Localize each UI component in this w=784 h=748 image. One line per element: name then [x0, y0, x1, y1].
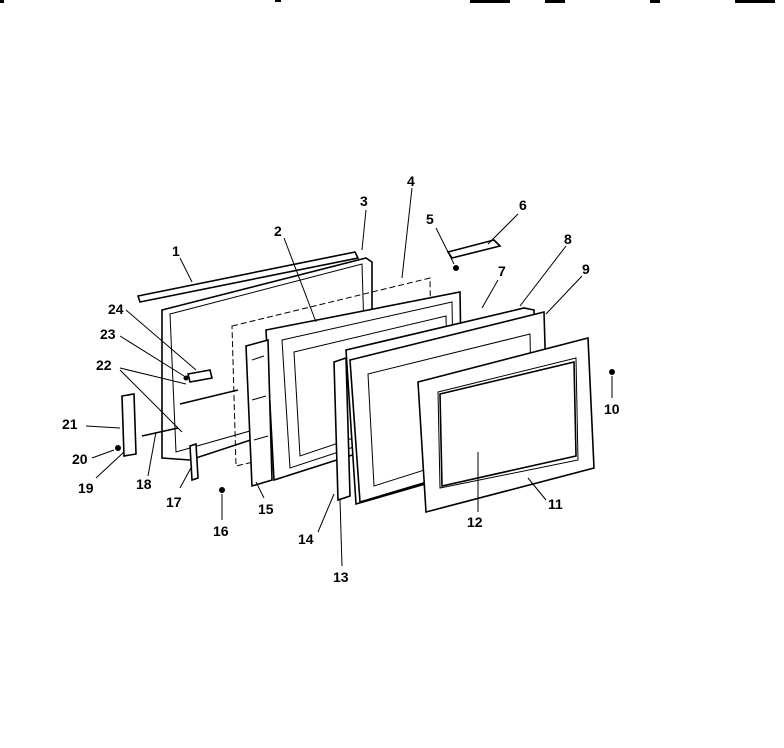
label-3: 3 — [360, 193, 368, 209]
label-15: 15 — [258, 501, 274, 517]
label-18: 18 — [136, 476, 152, 492]
part-10-screw — [609, 369, 615, 375]
label-9: 9 — [582, 261, 590, 277]
part-24-latch — [187, 369, 213, 383]
leader-lines — [85, 187, 613, 567]
part-23-clip — [183, 375, 189, 381]
part-17-hinge-arm — [189, 442, 199, 482]
label-20: 20 — [72, 451, 88, 467]
label-7: 7 — [498, 263, 506, 279]
part-16-screw — [219, 487, 225, 493]
label-10: 10 — [604, 401, 620, 417]
label-23: 23 — [100, 326, 116, 342]
part-13-side-strip — [333, 356, 351, 502]
label-19: 19 — [78, 480, 94, 496]
label-8: 8 — [564, 231, 572, 247]
label-6: 6 — [519, 197, 527, 213]
label-5: 5 — [426, 211, 434, 227]
part-21-hinge-plate — [121, 393, 137, 457]
part-12-window-glass — [439, 360, 577, 487]
label-21: 21 — [62, 416, 78, 432]
label-1: 1 — [172, 243, 180, 259]
part-18-rod — [141, 427, 179, 437]
scan-artifacts — [0, 0, 775, 3]
label-16: 16 — [213, 523, 229, 539]
label-12: 12 — [467, 514, 483, 530]
part-15-side-hinge-bracket — [245, 338, 273, 488]
part-6-handle-bracket — [446, 239, 502, 259]
label-24: 24 — [108, 301, 124, 317]
part-11-front-door-panel — [417, 336, 595, 514]
label-13: 13 — [333, 569, 349, 585]
label-17: 17 — [166, 494, 182, 510]
label-14: 14 — [298, 531, 314, 547]
part-20-screw — [115, 445, 121, 451]
label-11: 11 — [548, 496, 563, 512]
small-hardware-parts — [115, 265, 615, 493]
callout-labels: 1 2 3 4 5 6 7 8 9 10 11 12 13 14 15 16 1… — [62, 173, 620, 585]
label-2: 2 — [274, 223, 282, 239]
part-1-top-trim-strip — [136, 251, 360, 303]
label-22: 22 — [96, 357, 112, 373]
part-5-screw — [453, 265, 459, 271]
label-4: 4 — [407, 173, 415, 189]
